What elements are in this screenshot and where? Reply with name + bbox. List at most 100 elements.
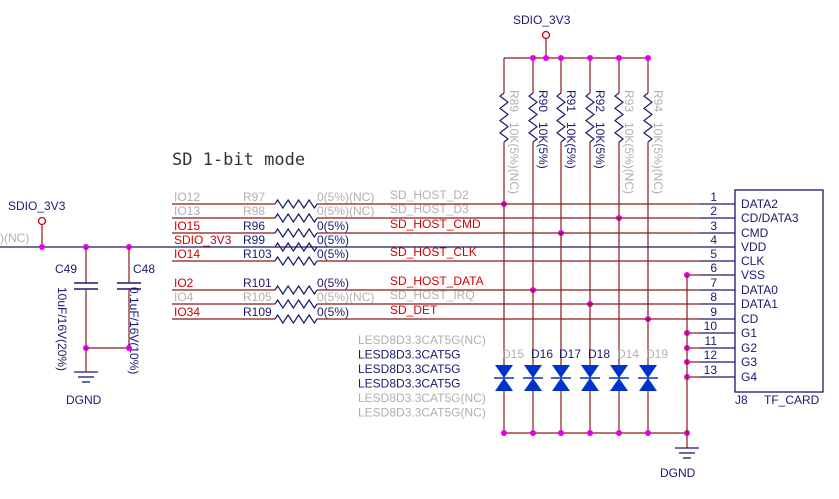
- connector-pin-number: 13: [704, 363, 718, 377]
- left-power-section: SDIO_3V3 )(NC) C49 10uF/16V(20%) C48 0.1…: [0, 199, 700, 407]
- series-resistor: [274, 241, 318, 253]
- net-label: SD_HOST_D3: [390, 202, 469, 216]
- net-label: SD_HOST_D2: [390, 188, 469, 202]
- connector-pin-name: G4: [741, 370, 757, 384]
- nc-fragment-label: )(NC): [0, 231, 29, 245]
- connector-body: [734, 189, 824, 393]
- diode-part-number: LESD8D3.3CAT5G(NC): [358, 391, 486, 405]
- tvs-diode-upper: [552, 365, 570, 378]
- signal-io-label: IO15: [174, 219, 200, 233]
- net-label: SD_HOST_CLK: [390, 245, 477, 259]
- net-label: SD_DET: [390, 303, 438, 317]
- resistor-ref: R98: [243, 204, 265, 218]
- c49-ref: C49: [55, 262, 77, 276]
- connector-name: TF_CARD: [764, 393, 820, 407]
- net-label: SD_HOST_IRQ: [390, 288, 475, 302]
- connector-pin-number: 2: [710, 204, 717, 218]
- diode-part-number: LESD8D3.3CAT5G: [358, 348, 461, 362]
- resistor-value: 0(5%)(NC): [317, 290, 374, 304]
- pullup-ref: R89: [507, 90, 521, 112]
- pullup-ref: R94: [651, 90, 665, 112]
- connector-pin-name: CD: [741, 312, 759, 326]
- tvs-diode-upper: [524, 365, 542, 378]
- top-power-symbol: SDIO_3V3: [504, 13, 648, 61]
- diode-ref: D16: [531, 347, 553, 361]
- diode-ref: D17: [559, 347, 581, 361]
- series-resistor: [274, 198, 318, 210]
- resistor-ref: R96: [243, 219, 265, 233]
- resistor-value: 0(5%)(NC): [317, 204, 374, 218]
- pullup-ref: R92: [593, 90, 607, 112]
- connector-pin-name: DATA2: [741, 197, 778, 211]
- tvs-diode-upper: [610, 365, 628, 378]
- connector-pin-number: 9: [710, 305, 717, 319]
- signal-io-label: SDIO_3V3: [174, 233, 232, 247]
- connector-pin-name: G1: [741, 326, 757, 340]
- pullup-ref: R93: [622, 90, 636, 112]
- pullup-resistor: [556, 92, 566, 143]
- resistor-ref: R105: [243, 290, 272, 304]
- schematic-title: SD 1-bit mode: [172, 150, 305, 170]
- diode-ref: D14: [617, 347, 639, 361]
- resistor-ref: R99: [243, 233, 265, 247]
- tvs-diode-lower: [581, 378, 599, 391]
- junction-dot: [543, 55, 549, 61]
- signal-io-label: IO12: [174, 190, 200, 204]
- resistor-ref: R97: [243, 190, 265, 204]
- resistor-ref: R109: [243, 305, 272, 319]
- connector-pin-name: G2: [741, 341, 757, 355]
- c48-value: 0.1uF/16V(10%): [127, 287, 141, 374]
- signal-io-label: IO2: [174, 276, 194, 290]
- signal-io-label: IO14: [174, 247, 200, 261]
- resistor-value: 0(5%): [317, 276, 349, 290]
- tvs-diode-lower: [495, 378, 513, 391]
- diode-ref: D19: [646, 347, 668, 361]
- tvs-diode-lower: [552, 378, 570, 391]
- top-power-port: [541, 30, 551, 40]
- pullup-value: 10K(5%)(NC): [651, 122, 665, 194]
- pullup-value: 10K(5%)(NC): [622, 122, 636, 194]
- connector-pin-name: CMD: [741, 226, 769, 240]
- tvs-diode-upper: [581, 365, 599, 378]
- resistor-value: 0(5%): [317, 305, 349, 319]
- connector-pin-name: DATA1: [741, 297, 778, 311]
- tvs-diode-upper: [639, 365, 657, 378]
- resistor-value: 0(5%): [317, 247, 349, 261]
- connector-pin-number: 6: [710, 261, 717, 275]
- resistor-value: 0(5%): [317, 233, 349, 247]
- tvs-diode-lower: [524, 378, 542, 391]
- diode-ref: D15: [502, 347, 524, 361]
- signal-io-label: IO13: [174, 204, 200, 218]
- right-ground-section: DGND: [660, 275, 699, 480]
- net-label: SD_HOST_DATA: [390, 274, 484, 288]
- series-resistor: [274, 298, 318, 310]
- connector-pin-number: 5: [710, 247, 717, 261]
- junction-dot: [126, 345, 132, 351]
- pullup-resistor: [528, 92, 538, 143]
- connector-pin-number: 12: [704, 348, 718, 362]
- junction-dot: [501, 430, 507, 436]
- connector-ref: J8: [735, 393, 748, 407]
- pullup-value: 10K(5%)(NC): [507, 122, 521, 194]
- net-label: SD_HOST_CMD: [390, 217, 481, 231]
- pullup-resistor: [643, 92, 653, 143]
- pullup-ref: R91: [564, 90, 578, 112]
- series-resistor: [274, 227, 318, 239]
- series-resistor: [274, 212, 318, 224]
- junction-dot: [645, 55, 651, 61]
- connector-pin-number: 11: [705, 334, 718, 348]
- pullup-resistor: [585, 92, 595, 143]
- pullup-resistor: [614, 92, 624, 143]
- diode-part-number: LESD8D3.3CAT5G: [358, 377, 461, 391]
- connector-pin-number: 3: [710, 219, 717, 233]
- signal-io-label: IO4: [174, 290, 194, 304]
- esd-diode-group: D15 D16 D17 D18 D14 D19: [494, 204, 690, 436]
- left-ground-label: DGND: [66, 393, 102, 407]
- resistor-value: 0(5%): [317, 219, 349, 233]
- diode-ref: D18: [588, 347, 610, 361]
- right-ground-symbol: [675, 447, 699, 459]
- diode-part-number-list: LESD8D3.3CAT5G(NC)LESD8D3.3CAT5GLESD8D3.…: [358, 333, 486, 420]
